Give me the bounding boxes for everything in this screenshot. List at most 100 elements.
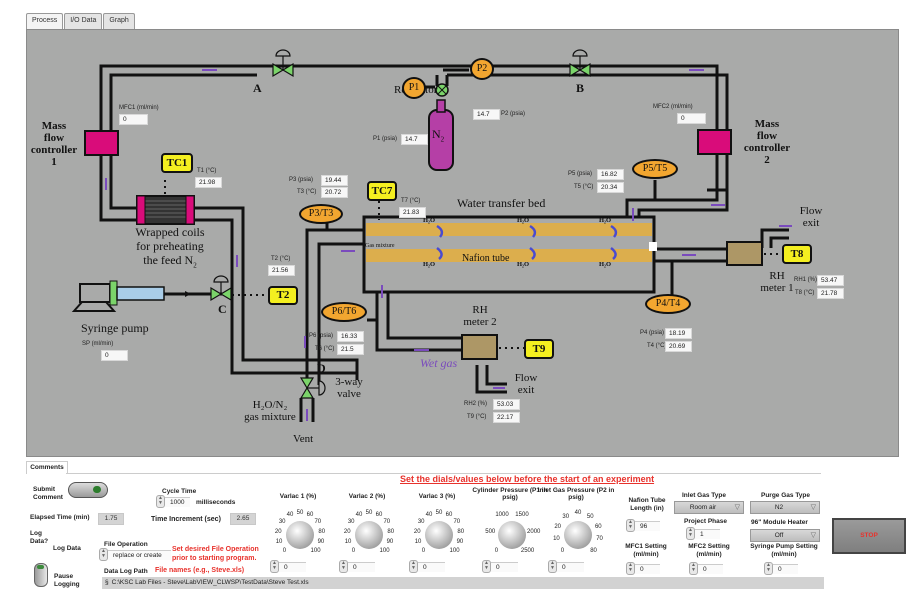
sp-readout: 0 <box>101 350 128 361</box>
dial-value[interactable]: 0 <box>348 561 375 572</box>
dial-value-input[interactable]: ▲▼0 <box>482 560 518 573</box>
mfc2-setting-value[interactable]: 0 <box>698 563 723 574</box>
tab-comments[interactable]: Comments <box>26 461 68 474</box>
dropdown-arrow-icon[interactable]: ▽ <box>810 532 816 539</box>
module-heater-dropdown[interactable]: Off ▽ <box>750 529 820 542</box>
dial-value[interactable]: 0 <box>557 561 584 572</box>
data-log-path-value[interactable]: C:\KSC Lab Files - Steve\LabVIEW_CLWSP\T… <box>111 579 309 586</box>
dial-knob[interactable] <box>355 521 383 549</box>
file-operation-select[interactable]: ▲▼ replace or create <box>99 548 171 561</box>
nafion-length-input[interactable]: ▲▼ 96 <box>626 519 660 532</box>
sensor-t9: T9 <box>524 339 554 359</box>
dial-value[interactable]: 0 <box>279 561 306 572</box>
process-diagram-panel: A B C D Regulator N2 Mass flow controlle… <box>26 29 899 457</box>
sensor-t2: T2 <box>268 286 298 305</box>
sensor-p1: P1 <box>402 77 426 99</box>
dropdown-arrow-icon[interactable]: ▽ <box>810 504 816 511</box>
cycle-time-value[interactable]: 1000 <box>165 496 190 507</box>
mfc2-setting-input[interactable]: ▲▼ 0 <box>689 562 723 575</box>
time-increment-label: Time Increment (sec) <box>151 516 221 523</box>
h2o-label: H₂O <box>517 217 530 224</box>
dial-tick-label: 100 <box>310 547 321 554</box>
dial-tick-label: 30 <box>347 519 355 526</box>
dial-value-input[interactable]: ▲▼0 <box>409 560 445 573</box>
spinner-icon[interactable]: ▲▼ <box>548 560 557 573</box>
t8-readout: 21.78 <box>817 288 844 299</box>
inlet-gas-type-value[interactable]: Room air <box>689 504 717 511</box>
t2-readout-label: T2 (°C) <box>271 256 291 262</box>
h2o-label: H₂O <box>517 261 530 268</box>
spinner-icon[interactable]: ▲▼ <box>99 548 108 561</box>
inlet-gas-type-dropdown[interactable]: Room air ▽ <box>674 501 744 514</box>
sensor-p6t6: P6/T6 <box>321 302 367 322</box>
spinner-icon[interactable]: ▲▼ <box>764 562 773 575</box>
dial-tick-label: 80 <box>387 528 395 535</box>
instruction-text: Set the dials/values below before the st… <box>400 474 655 484</box>
valve-b-label: B <box>576 81 585 95</box>
dial-knob[interactable] <box>425 521 453 549</box>
spinner-icon[interactable]: ▲▼ <box>626 519 635 532</box>
log-data-toggle[interactable] <box>34 563 48 587</box>
data-log-path-input[interactable]: §C:\KSC Lab Files - Steve\LabVIEW_CLWSP\… <box>102 577 824 589</box>
sensor-p2: P2 <box>470 58 494 80</box>
dial-tick-label: 30 <box>278 519 286 526</box>
spinner-icon[interactable]: ▲▼ <box>339 560 348 573</box>
p4-readout: 18.19 <box>665 328 692 339</box>
nafion-tube-label: Nafion tube <box>462 253 510 264</box>
submit-comment-button[interactable] <box>68 482 108 498</box>
cycle-time-input[interactable]: ▲▼ 1000 <box>156 495 190 508</box>
syringe-setting-input[interactable]: ▲▼ 0 <box>764 562 798 575</box>
mfc1-setting-input[interactable]: ▲▼ 0 <box>626 562 660 575</box>
dial-knob[interactable] <box>498 521 526 549</box>
project-phase-input[interactable]: ▲▼ 1 <box>686 527 720 540</box>
cylinder-sub: 2 <box>440 135 445 144</box>
path-icon[interactable]: § <box>105 579 109 586</box>
spinner-icon[interactable]: ▲▼ <box>156 495 165 508</box>
dial-value-input[interactable]: ▲▼0 <box>548 560 584 573</box>
spinner-icon[interactable]: ▲▼ <box>689 562 698 575</box>
three-way-valve-line: valve <box>337 388 361 400</box>
dial-title: Varlac 3 (%) <box>418 493 456 500</box>
file-operation-value[interactable]: replace or create <box>108 549 171 560</box>
dial-knob[interactable] <box>564 521 592 549</box>
spinner-icon[interactable]: ▲▼ <box>409 560 418 573</box>
dial-knob[interactable] <box>286 521 314 549</box>
module-heater-value[interactable]: Off <box>774 532 784 539</box>
stop-button[interactable]: STOP <box>832 518 906 554</box>
tab-graph[interactable]: Graph <box>103 13 135 29</box>
coils-label-line: the feed N <box>143 253 194 267</box>
dropdown-arrow-icon[interactable]: ▽ <box>734 504 740 511</box>
flow-exit-1-label: Flow exit <box>796 205 826 229</box>
valve-b-icon <box>569 49 591 78</box>
dial-value[interactable]: 0 <box>418 561 445 572</box>
nafion-length-value[interactable]: 96 <box>635 520 660 531</box>
dial-tick-label: 0 <box>351 547 356 554</box>
dial-tick-label: 10 <box>414 538 422 545</box>
mfc1-setting-value[interactable]: 0 <box>635 563 660 574</box>
dial-value-input[interactable]: ▲▼0 <box>339 560 375 573</box>
dial-tick-label: 10 <box>553 536 560 543</box>
module-heater-label: 96" Module Heater <box>751 519 808 526</box>
tab-io-data[interactable]: I/O Data <box>64 13 103 29</box>
project-phase-value[interactable]: 1 <box>695 528 720 539</box>
dial-tick-label: 60 <box>594 523 602 530</box>
purge-gas-type-value[interactable]: N2 <box>774 504 784 511</box>
tab-process[interactable]: Process <box>26 13 64 31</box>
three-way-valve-label: 3-way valve <box>331 376 367 400</box>
dial-value[interactable]: 0 <box>491 561 518 572</box>
spinner-icon[interactable]: ▲▼ <box>626 562 635 575</box>
spinner-icon[interactable]: ▲▼ <box>270 560 279 573</box>
flow-exit-line: exit <box>517 384 535 396</box>
purge-gas-type-dropdown[interactable]: N2 ▽ <box>750 501 820 514</box>
spinner-icon[interactable]: ▲▼ <box>686 527 695 540</box>
dial-tick-label: 70 <box>596 536 603 543</box>
syringe-setting-value[interactable]: 0 <box>773 563 798 574</box>
spinner-icon[interactable]: ▲▼ <box>482 560 491 573</box>
valve-c-icon <box>210 275 232 302</box>
dial-value-input[interactable]: ▲▼0 <box>270 560 306 573</box>
